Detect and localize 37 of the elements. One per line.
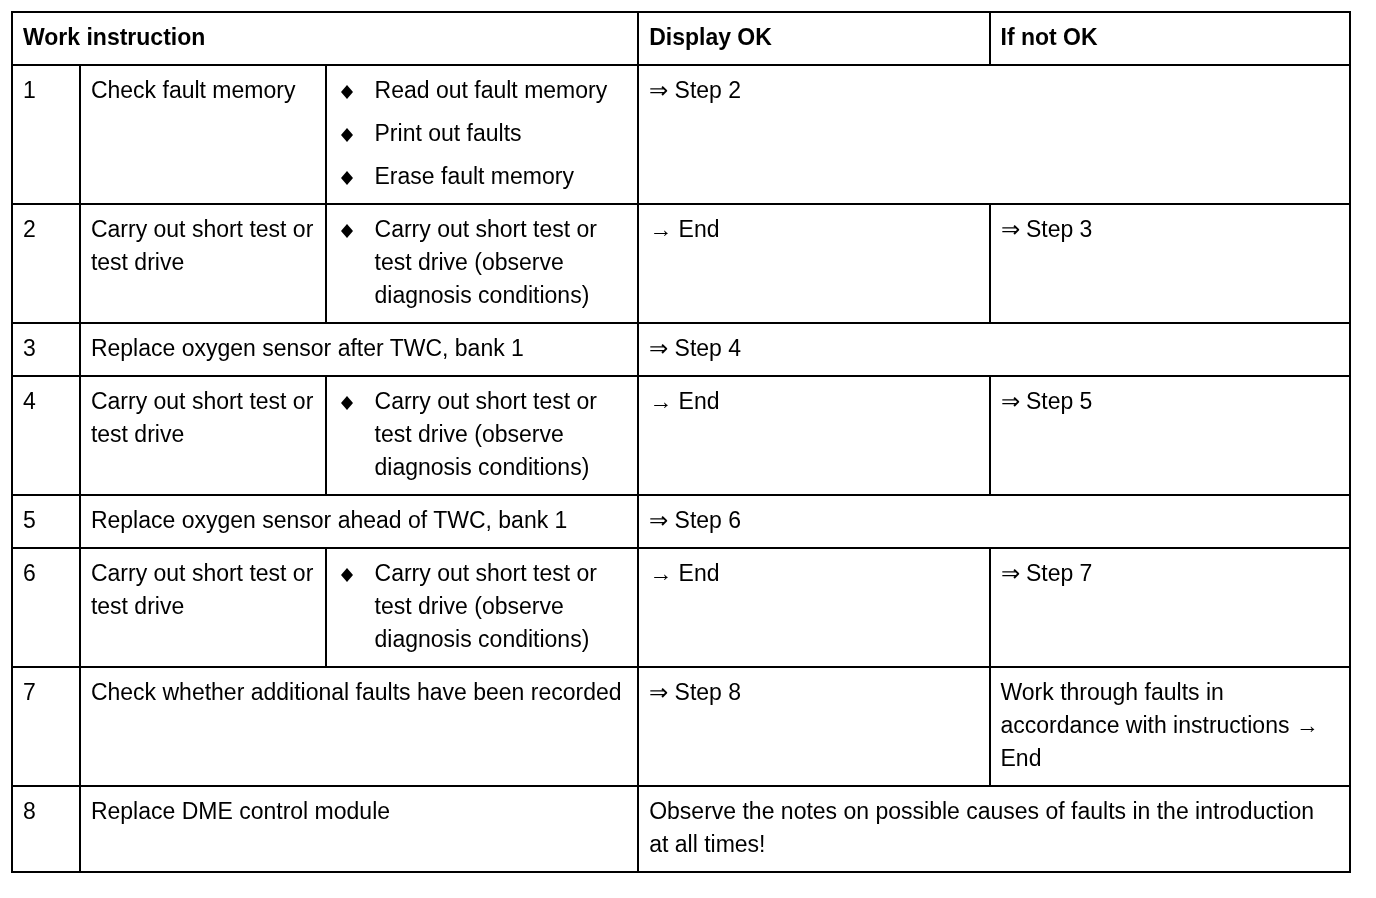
instruction-text: Erase fault memory <box>374 162 574 191</box>
work-step-text: Replace DME control module <box>90 797 391 826</box>
step-number: 4 <box>23 387 36 416</box>
result-text: → End <box>649 215 720 244</box>
result-text: ⇒ Step 4 <box>649 334 742 363</box>
result-text: → End <box>649 387 720 416</box>
result-text: ⇒ Step 3 <box>1000 215 1093 244</box>
work-step-text: Carry out short test or test drive <box>90 215 315 277</box>
step-number: 5 <box>23 506 36 535</box>
result-text: ⇒ Step 6 <box>649 506 742 535</box>
instruction-text: Print out faults <box>374 119 522 148</box>
step-number: 6 <box>23 559 36 588</box>
work-step-text: Check whether additional faults have been recorded <box>90 678 622 707</box>
note-text: Observe the notes on possible causes of faults in the introduction at all times! <box>649 797 1315 859</box>
instruction-text: Carry out short test or test drive (observe diagnosis conditions) <box>374 215 598 310</box>
result-text: Work through faults in accordance with instructions → End <box>1000 678 1320 773</box>
step-number: 1 <box>23 76 36 105</box>
work-step-text: Carry out short test or test drive <box>90 559 315 621</box>
work-step-text: Check fault memory <box>90 76 296 105</box>
column-header: Display OK <box>649 23 772 52</box>
work-step-text: Replace oxygen sensor ahead of TWC, bank 1 <box>90 506 568 535</box>
instruction-text: Carry out short test or test drive (observe diagnosis conditions) <box>374 387 598 482</box>
work-step-text: Replace oxygen sensor after TWC, bank 1 <box>90 334 524 363</box>
step-number: 7 <box>23 678 36 707</box>
result-text: → End <box>649 559 720 588</box>
work-step-text: Carry out short test or test drive <box>90 387 315 449</box>
result-text: ⇒ Step 8 <box>649 678 742 707</box>
result-text: ⇒ Step 5 <box>1000 387 1093 416</box>
step-number: 2 <box>23 215 36 244</box>
column-header: Work instruction <box>23 23 206 52</box>
instruction-text: Read out fault memory <box>374 76 608 105</box>
step-number: 3 <box>23 334 36 363</box>
instruction-text: Carry out short test or test drive (observe diagnosis conditions) <box>374 559 598 654</box>
column-header: If not OK <box>1000 23 1098 52</box>
step-number: 8 <box>23 797 36 826</box>
result-text: ⇒ Step 2 <box>649 76 742 105</box>
result-text: ⇒ Step 7 <box>1000 559 1093 588</box>
